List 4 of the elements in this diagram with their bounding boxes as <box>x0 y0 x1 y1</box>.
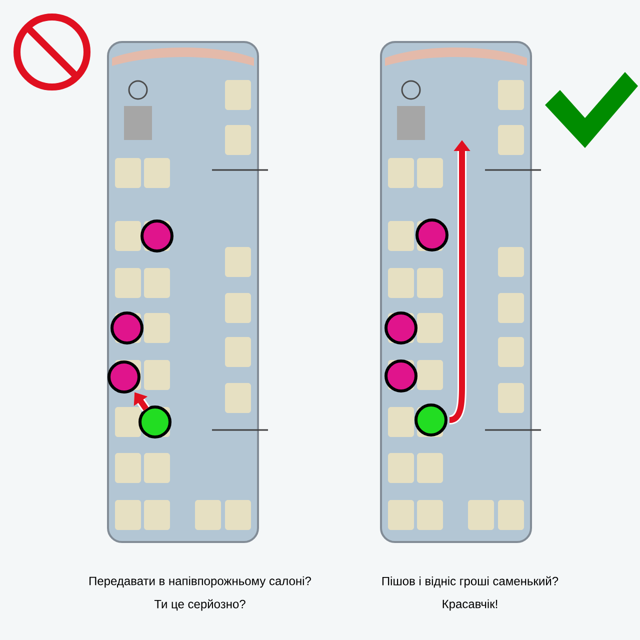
caption-text: Передавати в напівпорожньому салоні? <box>90 576 311 588</box>
caption-text: Ти це серйозно? <box>154 599 246 611</box>
caption-text: Красавчік! <box>442 599 498 611</box>
caption-text: Пішов і відніс гроші саменький? <box>382 576 558 588</box>
